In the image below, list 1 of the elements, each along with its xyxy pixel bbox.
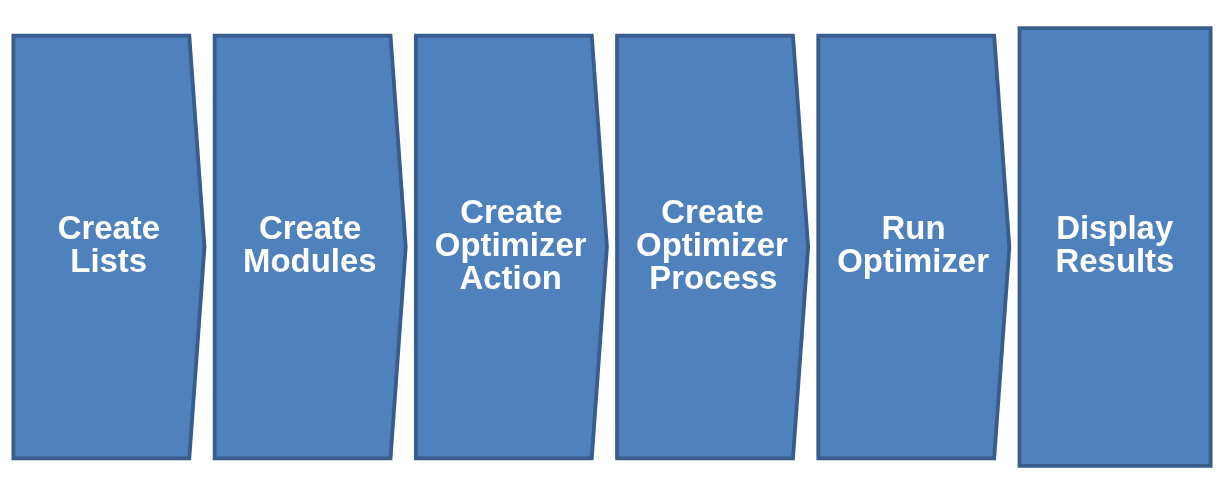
node-box: Display Results [1017, 25, 1213, 468]
